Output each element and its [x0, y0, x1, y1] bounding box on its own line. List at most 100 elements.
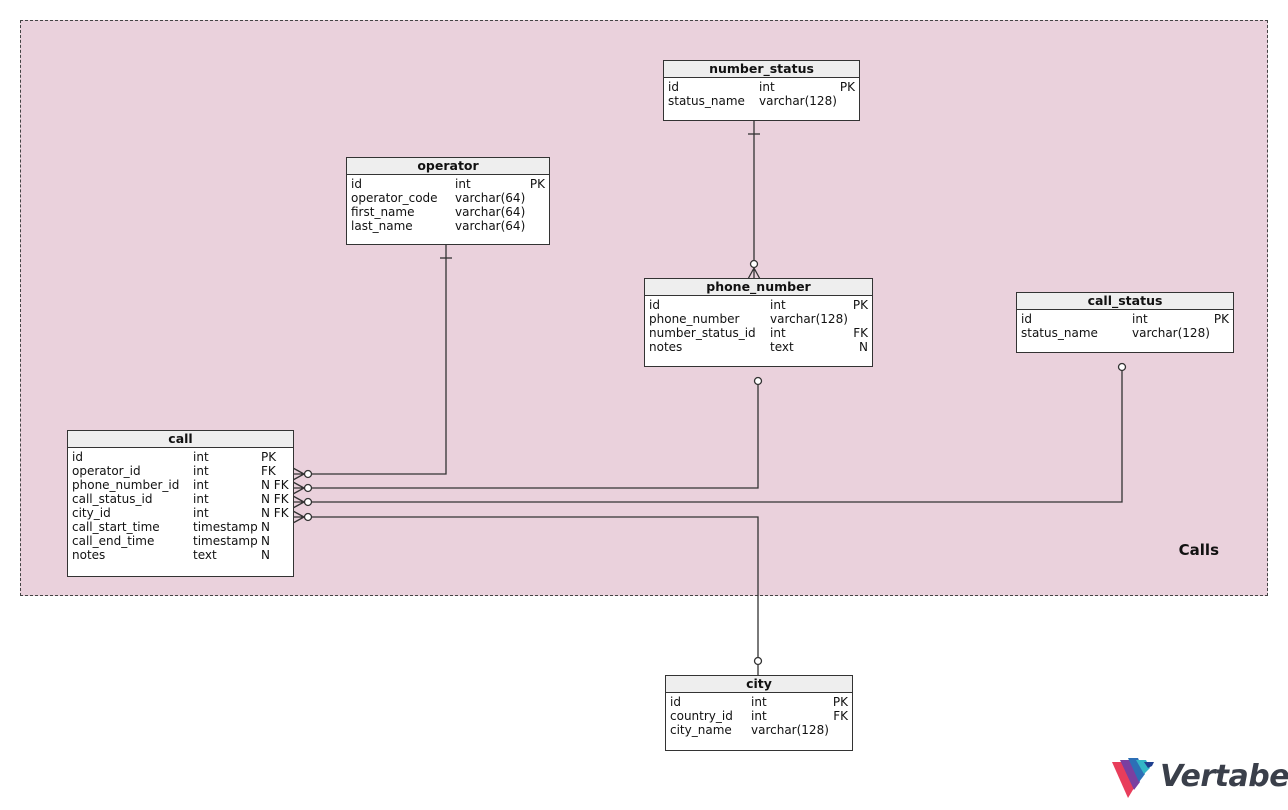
- column-type: varchar(64): [455, 219, 526, 233]
- table-title: phone_number: [645, 279, 872, 296]
- column-name: status_name: [1021, 326, 1098, 340]
- table-call[interactable]: call id int PK operator_id int FK phone_…: [67, 430, 294, 577]
- table-column[interactable]: last_name varchar(64): [351, 219, 545, 233]
- table-column[interactable]: phone_number_id int N FK: [72, 478, 289, 492]
- column-flags: PK: [852, 298, 868, 312]
- column-name: call_status_id: [72, 492, 153, 506]
- column-type: int: [1132, 312, 1148, 326]
- column-type: int: [455, 177, 471, 191]
- table-column[interactable]: id int PK: [649, 298, 868, 312]
- column-name: number_status_id: [649, 326, 756, 340]
- column-type: int: [770, 298, 786, 312]
- column-flags: N: [261, 520, 270, 534]
- column-flags: N: [261, 548, 270, 562]
- column-flags: N FK: [261, 478, 289, 492]
- column-type: int: [751, 709, 767, 723]
- column-flags: FK: [853, 326, 868, 340]
- column-type: text: [770, 340, 794, 354]
- column-name: operator_id: [72, 464, 141, 478]
- relationship-phone_number-number_status[interactable]: [747, 120, 761, 280]
- table-column[interactable]: id int PK: [670, 695, 848, 709]
- table-column[interactable]: notes text N: [72, 548, 289, 562]
- column-name: country_id: [670, 709, 733, 723]
- column-name: id: [670, 695, 681, 709]
- column-flags: PK: [529, 177, 545, 191]
- column-flags: PK: [839, 80, 855, 94]
- table-column[interactable]: call_end_time timestamp N: [72, 534, 289, 548]
- column-type: int: [759, 80, 775, 94]
- column-name: id: [351, 177, 362, 191]
- column-type: int: [193, 506, 209, 520]
- column-flags: [837, 94, 855, 108]
- column-type: int: [193, 464, 209, 478]
- table-column[interactable]: operator_code varchar(64): [351, 191, 545, 205]
- column-flags: N: [859, 340, 868, 354]
- column-type: timestamp: [193, 534, 258, 548]
- table-column[interactable]: id int PK: [668, 80, 855, 94]
- table-title: number_status: [664, 61, 859, 78]
- column-name: call_end_time: [72, 534, 155, 548]
- column-name: notes: [649, 340, 683, 354]
- table-operator[interactable]: operator id int PK operator_code varchar…: [346, 157, 550, 245]
- column-type: int: [770, 326, 786, 340]
- relationship-call-phone_number[interactable]: [292, 376, 763, 495]
- table-city[interactable]: city id int PK country_id int FK city_na…: [665, 675, 853, 751]
- relationship-call-city[interactable]: [292, 510, 763, 676]
- table-title: city: [666, 676, 852, 693]
- column-name: operator_code: [351, 191, 438, 205]
- table-column[interactable]: id int PK: [72, 450, 289, 464]
- relationship-call-operator[interactable]: [292, 244, 452, 481]
- column-name: city_id: [72, 506, 111, 520]
- column-flags: FK: [261, 464, 276, 478]
- relationship-call-call_status[interactable]: [292, 362, 1127, 509]
- column-flags: [829, 723, 848, 737]
- table-column[interactable]: city_name varchar(128): [670, 723, 848, 737]
- column-name: first_name: [351, 205, 415, 219]
- table-title: operator: [347, 158, 549, 175]
- column-type: varchar(128): [759, 94, 837, 108]
- column-type: varchar(64): [455, 205, 526, 219]
- table-column[interactable]: status_name varchar(128): [668, 94, 855, 108]
- table-column[interactable]: city_id int N FK: [72, 506, 289, 520]
- table-column[interactable]: call_status_id int N FK: [72, 492, 289, 506]
- column-flags: [848, 312, 868, 326]
- subject-area-label: Calls: [1178, 541, 1219, 559]
- column-flags: N: [261, 534, 270, 548]
- column-type: timestamp: [193, 520, 258, 534]
- table-column[interactable]: first_name varchar(64): [351, 205, 545, 219]
- table-column[interactable]: operator_id int FK: [72, 464, 289, 478]
- column-name: id: [649, 298, 660, 312]
- column-flags: N FK: [261, 492, 289, 506]
- table-column[interactable]: id int PK: [1021, 312, 1229, 326]
- table-title: call: [68, 431, 293, 448]
- table-column[interactable]: number_status_id int FK: [649, 326, 868, 340]
- column-type: int: [751, 695, 767, 709]
- column-name: call_start_time: [72, 520, 160, 534]
- table-column[interactable]: notes text N: [649, 340, 868, 354]
- table-column[interactable]: country_id int FK: [670, 709, 848, 723]
- column-flags: [1210, 326, 1229, 340]
- column-type: varchar(64): [455, 191, 526, 205]
- table-column[interactable]: id int PK: [351, 177, 545, 191]
- column-name: phone_number_id: [72, 478, 180, 492]
- table-column[interactable]: status_name varchar(128): [1021, 326, 1229, 340]
- vertabelo-logo-icon: [1112, 758, 1154, 798]
- column-flags: FK: [833, 709, 848, 723]
- column-type: varchar(128): [770, 312, 848, 326]
- column-name: city_name: [670, 723, 732, 737]
- column-name: id: [668, 80, 679, 94]
- column-flags: [525, 205, 545, 219]
- column-flags: [525, 191, 545, 205]
- column-type: int: [193, 450, 209, 464]
- column-flags: PK: [261, 450, 277, 464]
- table-number_status[interactable]: number_status id int PK status_name varc…: [663, 60, 860, 121]
- table-call_status[interactable]: call_status id int PK status_name varcha…: [1016, 292, 1234, 353]
- table-column[interactable]: phone_number varchar(128): [649, 312, 868, 326]
- column-type: text: [193, 548, 217, 562]
- column-flags: [525, 219, 545, 233]
- table-phone_number[interactable]: phone_number id int PK phone_number varc…: [644, 278, 873, 367]
- column-name: id: [1021, 312, 1032, 326]
- column-name: phone_number: [649, 312, 740, 326]
- table-column[interactable]: call_start_time timestamp N: [72, 520, 289, 534]
